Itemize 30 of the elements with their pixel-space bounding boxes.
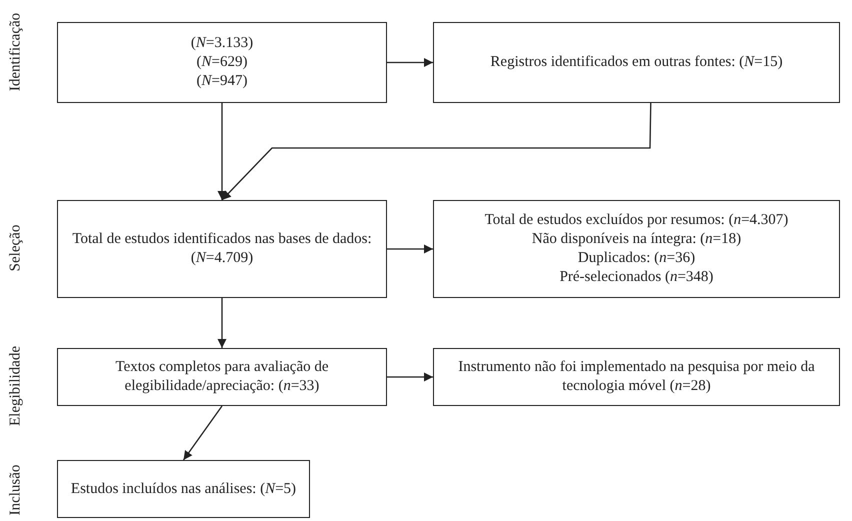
box-text: Registros identificados em outras fontes: (N=15) (490, 53, 783, 72)
box-text: Total de estudos identificados nas bases de dados: (N=4.709) (71, 230, 373, 268)
box-text: Duplicados: (n=36) (578, 249, 696, 268)
box-text: Total de estudos excluídos por resumos: (n=4.307) (484, 211, 788, 230)
process-box (57, 22, 387, 103)
box-text: Estudos incluídos nas análises: (N=5) (70, 480, 296, 498)
box-text: Instrumento não foi implementado na pesquisa por meio da tecnologia móvel (n=28) (457, 358, 816, 396)
arrow (182, 406, 223, 460)
box-text: Textos completos para avaliação de elegibilidade/apreciação: (n=33) (114, 358, 330, 396)
box-text: Pré-selecionados (n=348) (560, 268, 714, 287)
box-text: (N=3.133) (190, 34, 254, 53)
stage-label: Identificação (8, 12, 24, 92)
process-box (433, 200, 840, 298)
arrow (218, 298, 226, 348)
arrow (222, 102, 652, 200)
stage-label: Seleção (8, 224, 24, 272)
box-text: (N=947) (196, 72, 248, 91)
process-box (433, 348, 840, 406)
arrow (387, 244, 433, 254)
arrow (218, 103, 226, 200)
process-box (57, 200, 387, 298)
stage-label: Inclusão (8, 464, 24, 516)
process-box (57, 348, 387, 406)
process-box (57, 460, 310, 518)
box-text: (N=629) (196, 53, 248, 72)
process-box (433, 22, 840, 103)
box-text: Não disponíveis na íntegra: (n=18) (532, 230, 742, 249)
stage-label: Elegibilidade (8, 346, 24, 426)
arrow (387, 58, 433, 67)
arrow (387, 372, 433, 382)
